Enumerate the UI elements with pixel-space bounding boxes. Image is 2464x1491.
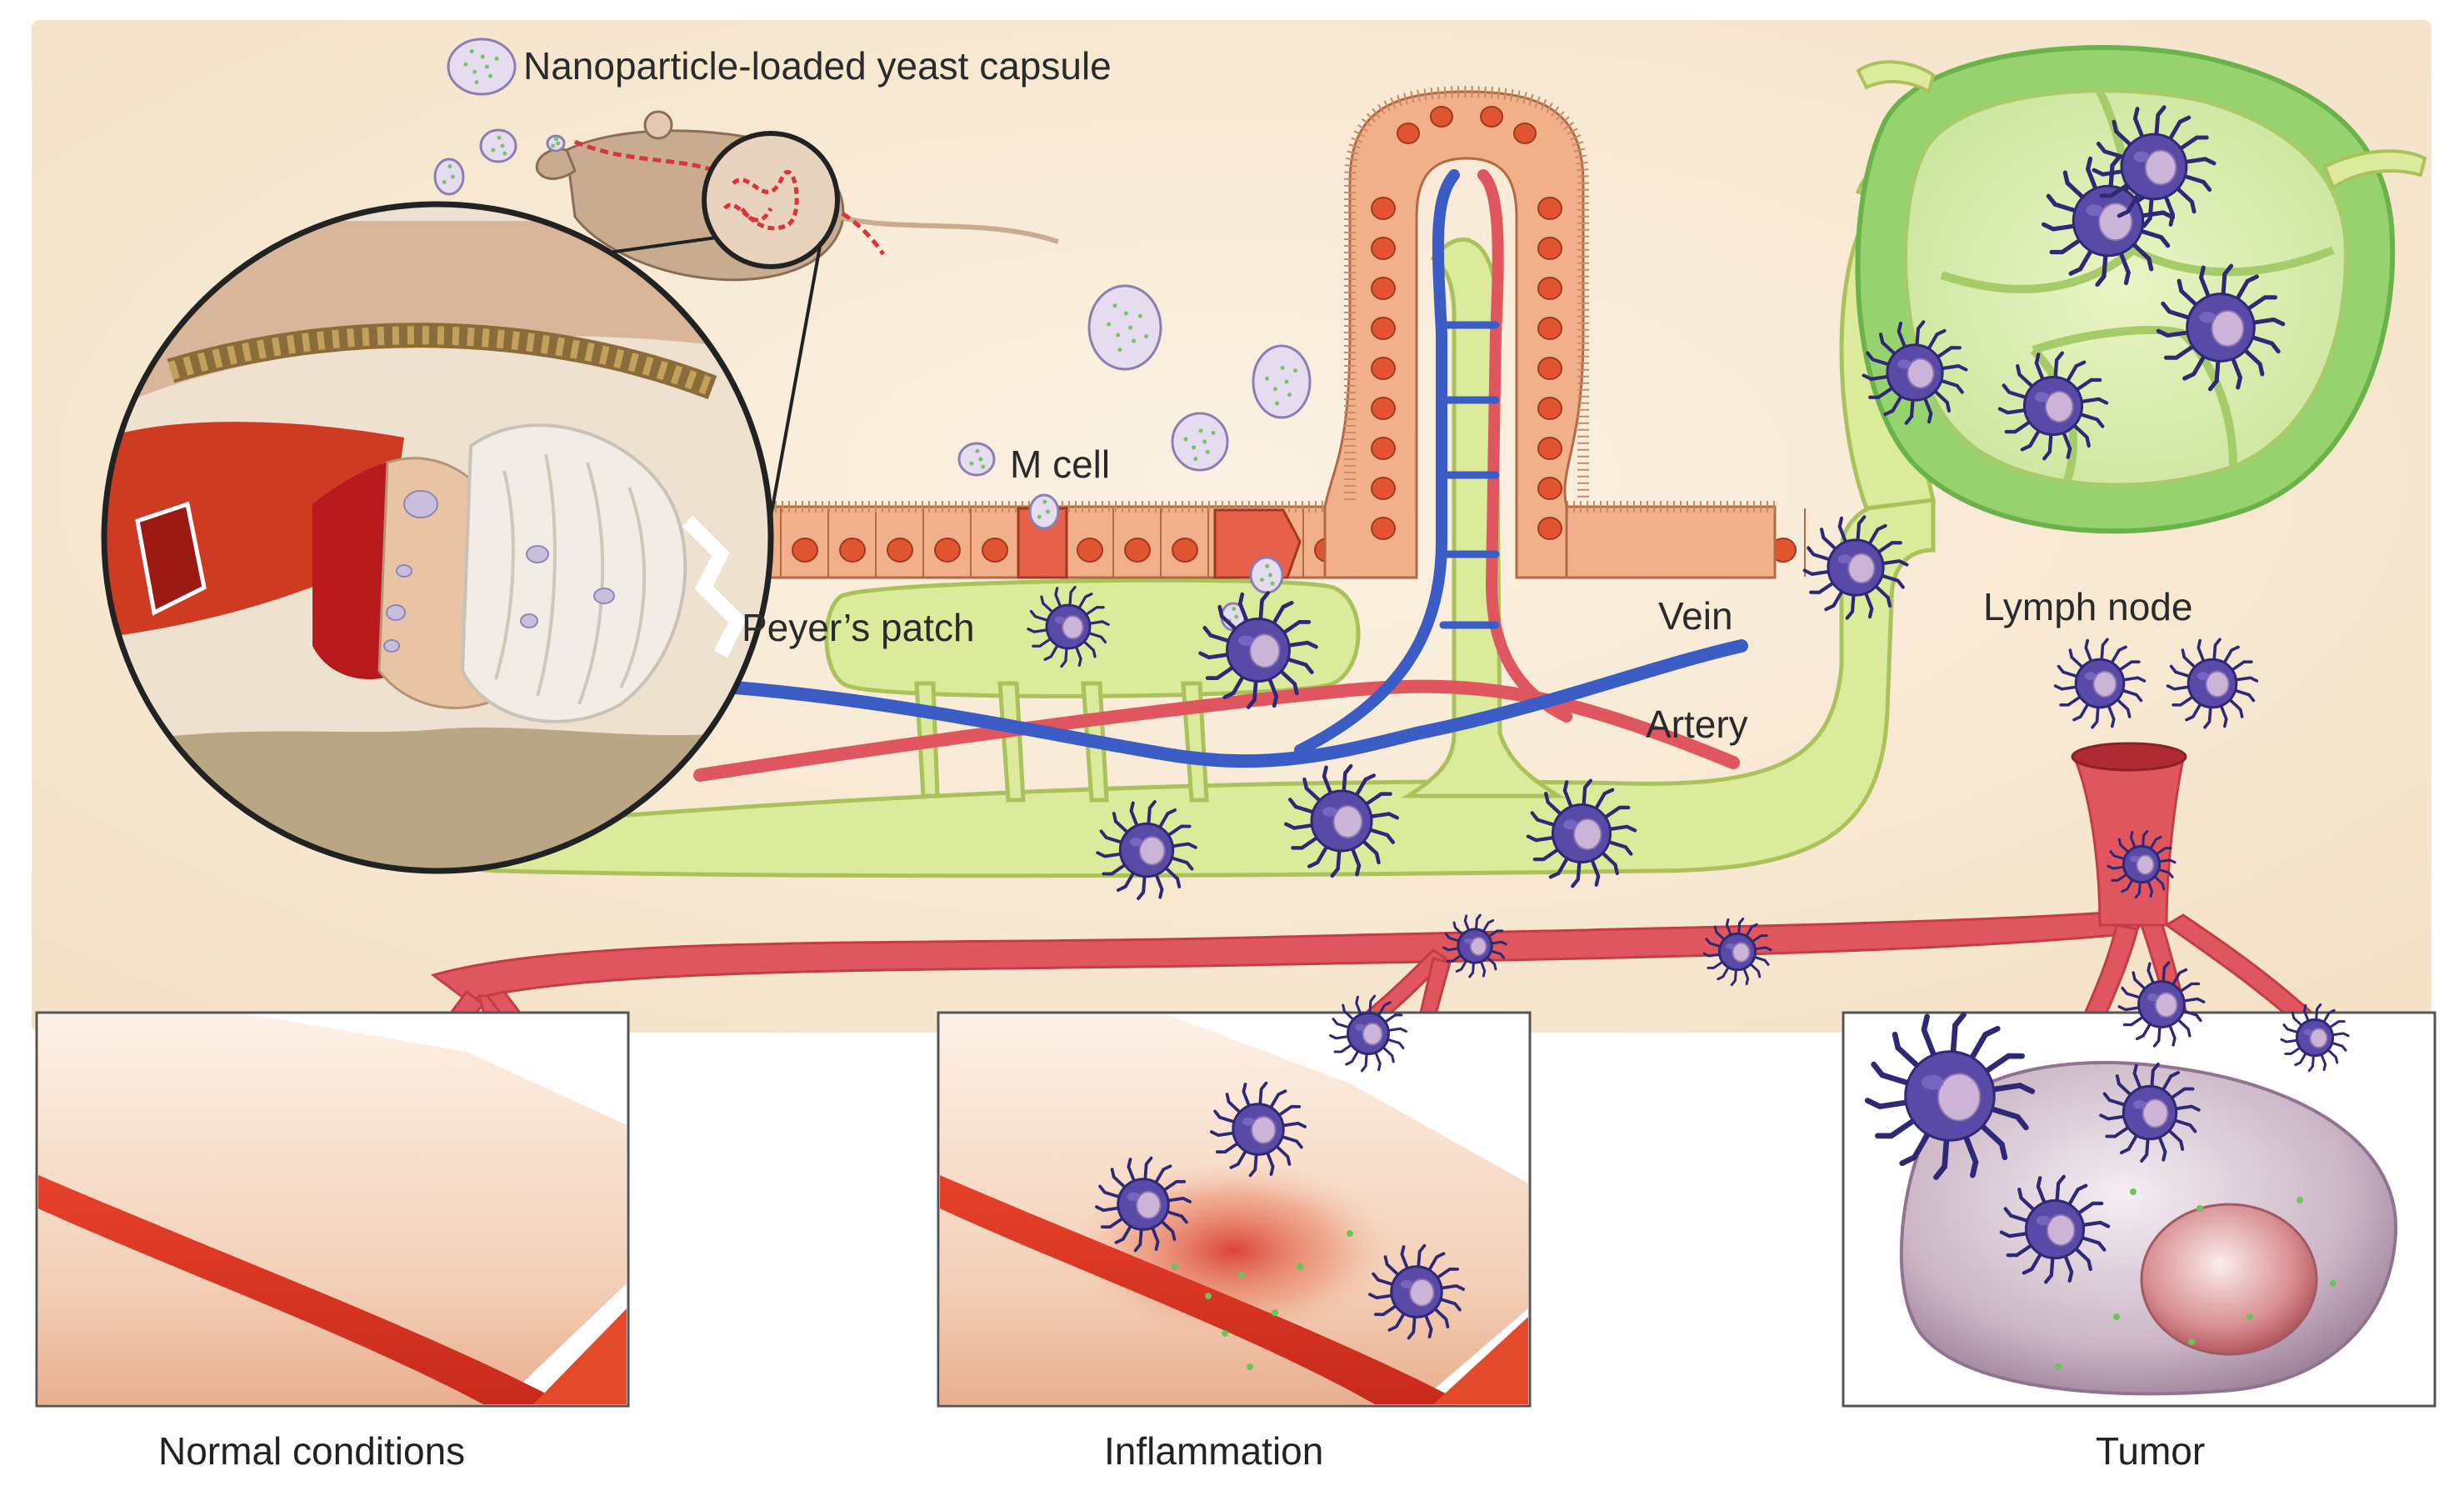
immune-cell	[1210, 1081, 1307, 1178]
yeast-capsule	[1028, 493, 1060, 530]
immune-cell	[1526, 778, 1637, 888]
label-peyers-patch: Peyer’s patch	[742, 606, 975, 649]
yeast-capsule	[546, 134, 566, 153]
tumor-nucleus	[2140, 1203, 2318, 1356]
immune-cell	[2099, 1063, 2201, 1163]
immune-cell	[1802, 515, 1909, 620]
immune-cell	[1997, 351, 2109, 461]
immune-cell	[1702, 917, 1772, 987]
immune-cell	[1368, 1243, 1465, 1340]
mouse-illustration	[416, 110, 1059, 609]
immune-cell	[2107, 829, 2177, 899]
label-artery: Artery	[1646, 703, 1748, 746]
yeast-capsule	[479, 128, 517, 163]
immune-cell	[1095, 1156, 1192, 1253]
yeast-capsules	[433, 38, 1312, 632]
zoomed-gut-view	[101, 201, 774, 874]
immune-cell	[2053, 638, 2147, 729]
label-yeast-capsule: Nanoparticle-loaded yeast capsule	[523, 44, 1112, 88]
panel-inflammation	[937, 1011, 1532, 1408]
panel-tumor	[1842, 1011, 2437, 1408]
immune-cell	[1999, 1174, 2111, 1284]
blood-vessels	[693, 169, 1748, 782]
caption-normal-conditions: Normal conditions	[158, 1429, 466, 1473]
immune-cell	[1864, 1012, 2036, 1180]
immune-cell	[2280, 1003, 2350, 1073]
immune-cell	[1027, 585, 1110, 668]
immune-cell	[1329, 994, 1407, 1073]
immune-cell	[1283, 763, 1400, 878]
label-vein: Vein	[1658, 594, 1733, 638]
panel-normal	[35, 1011, 630, 1408]
yeast-capsule	[957, 442, 996, 477]
yeast-capsule	[433, 158, 465, 196]
lymph-node	[1855, 45, 2427, 534]
immune-cell	[2156, 263, 2286, 392]
immune-cell	[1442, 913, 1507, 978]
label-lymph-node: Lymph node	[1983, 585, 2193, 628]
label-m-cell: M cell	[1010, 443, 1111, 486]
immune-cell	[2117, 961, 2206, 1048]
caption-inflammation: Inflammation	[1104, 1429, 1324, 1473]
yeast-capsule	[1087, 284, 1162, 371]
immune-cells	[1027, 105, 2350, 1340]
yeast-capsule	[447, 38, 517, 96]
yeast-capsule	[1249, 556, 1284, 594]
immune-cell	[2092, 105, 2217, 228]
intestinal-epithelium	[680, 85, 1806, 579]
caption-tumor: Tumor	[2096, 1429, 2206, 1473]
immune-cell	[1096, 800, 1197, 900]
immune-cell	[1198, 591, 1318, 709]
yeast-capsule	[1252, 344, 1312, 419]
immune-cell	[2166, 638, 2259, 729]
immune-cell	[1862, 320, 1968, 425]
yeast-capsule	[1171, 412, 1229, 472]
